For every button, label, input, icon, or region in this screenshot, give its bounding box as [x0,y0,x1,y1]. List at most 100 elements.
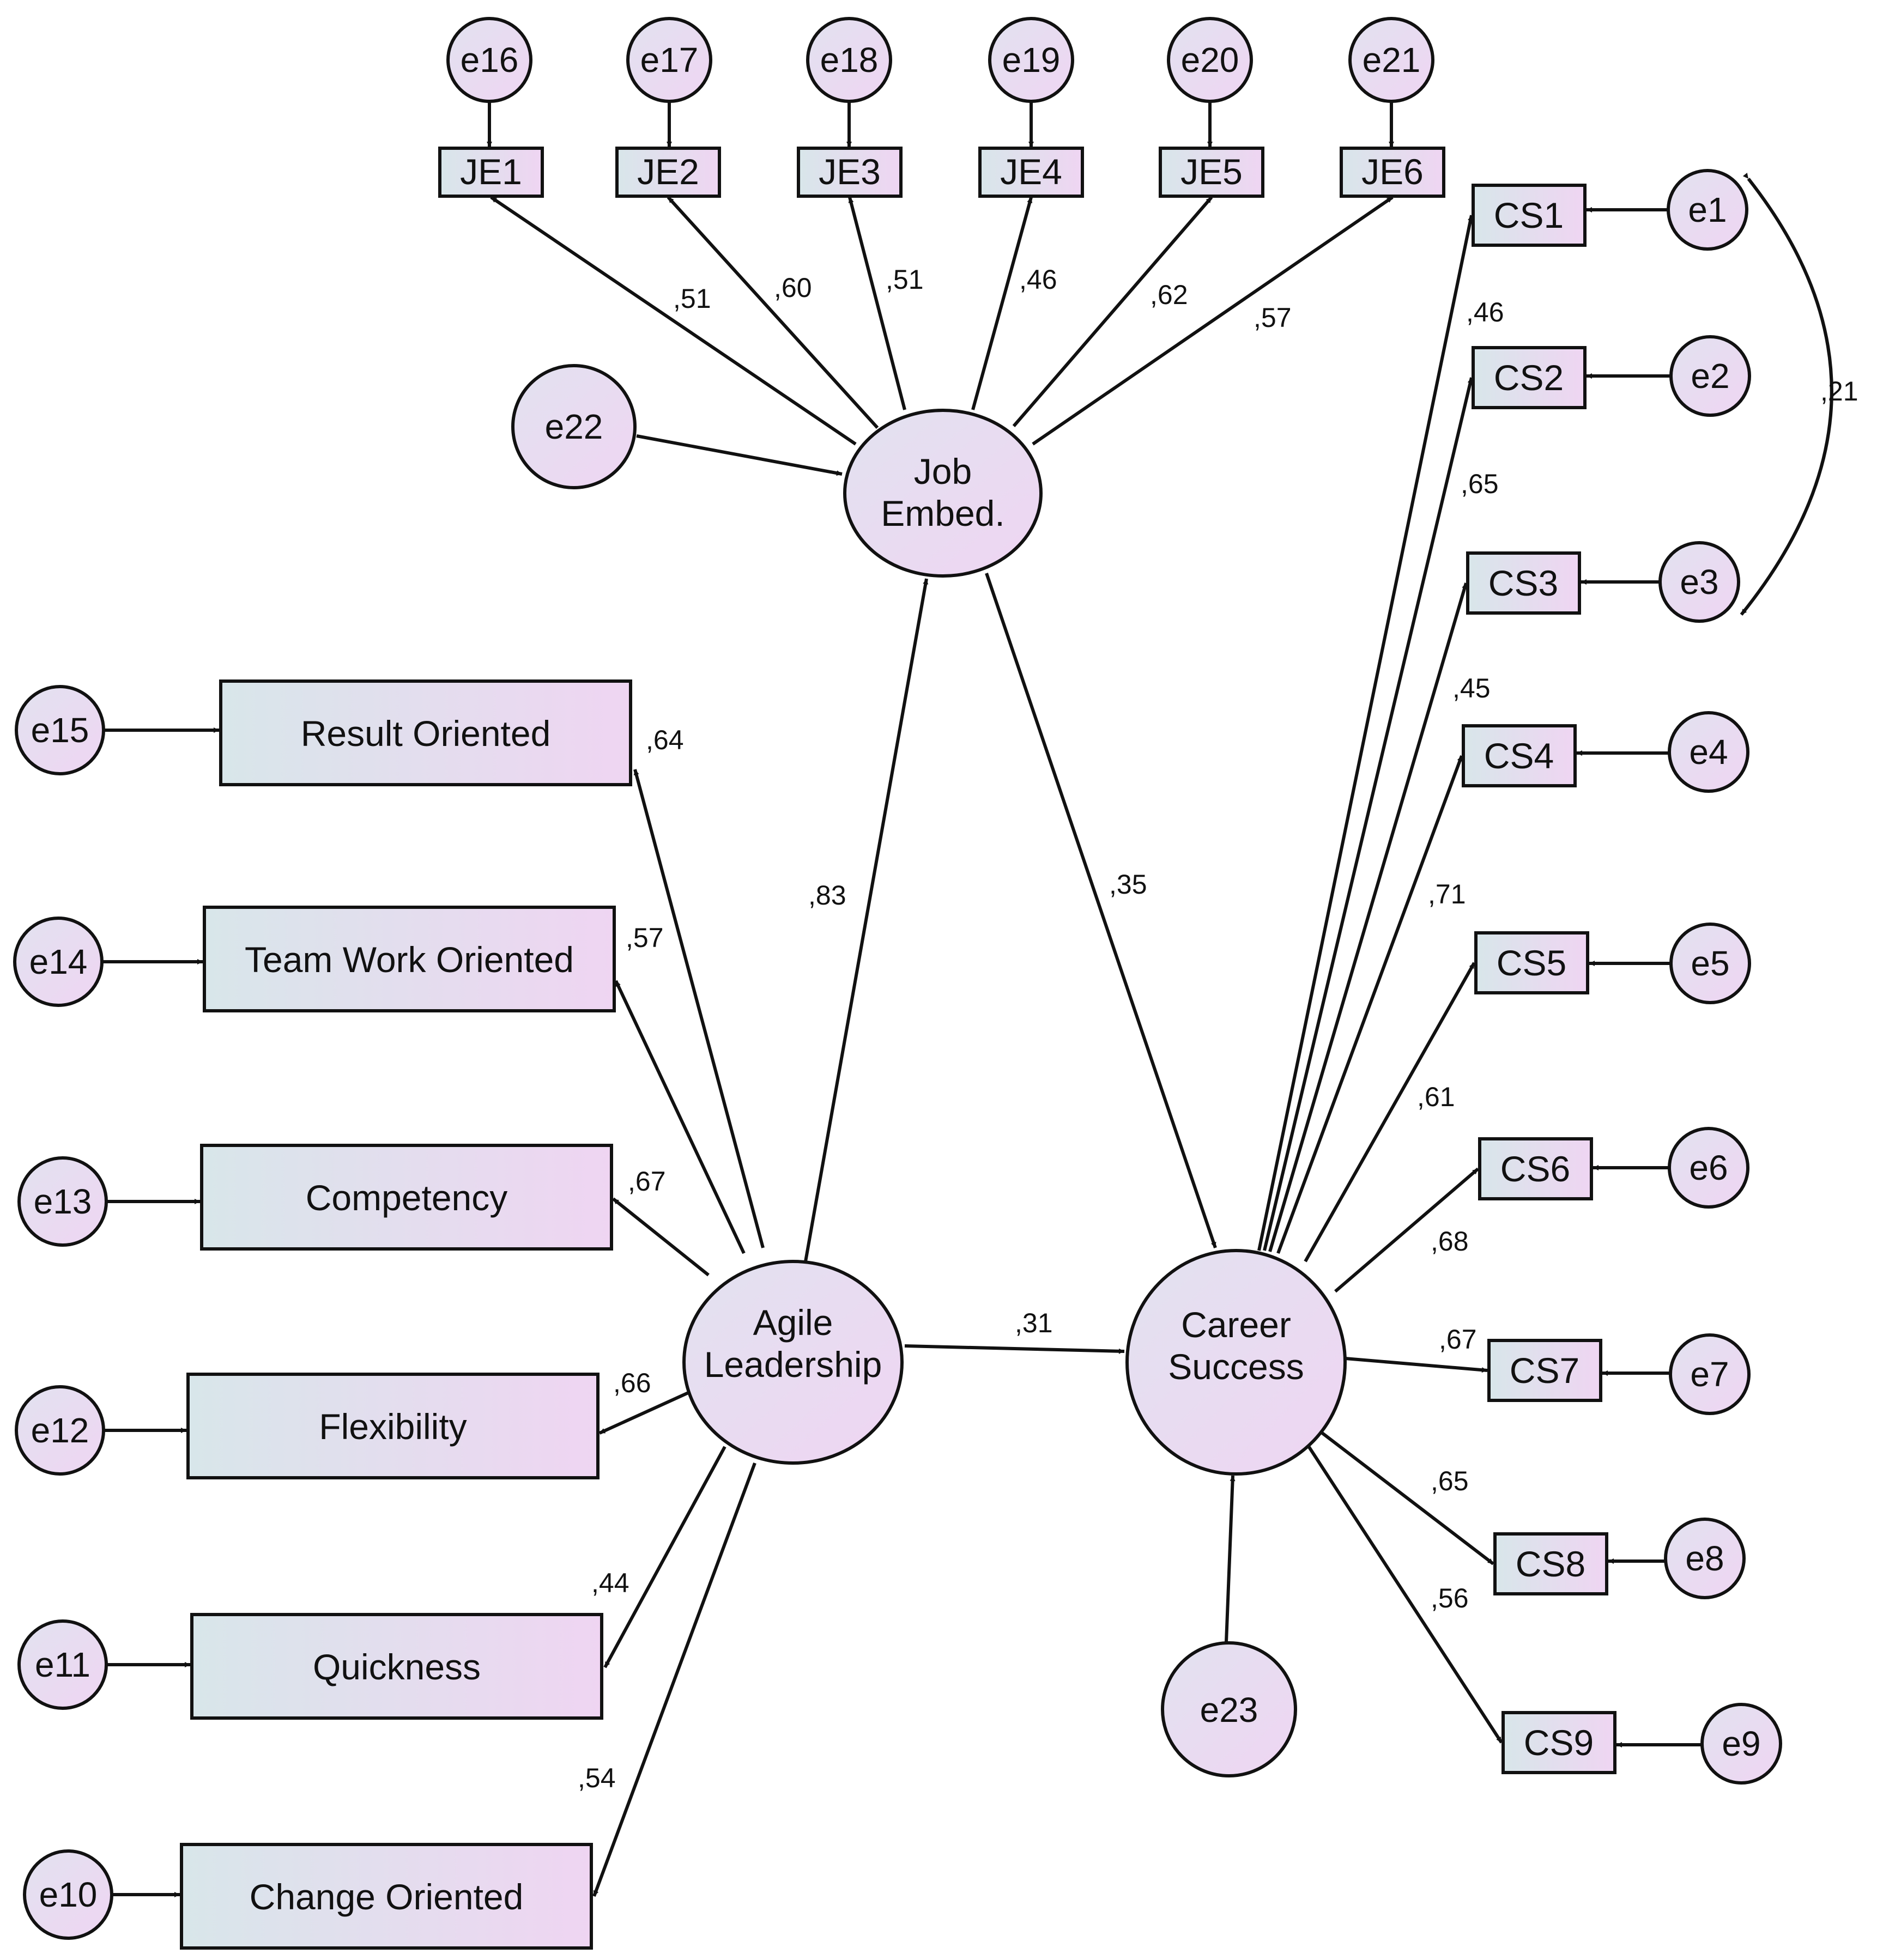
error-label: e13 [34,1182,92,1221]
loading-arrow-je2 [667,196,879,429]
indicator-cs7: CS7 [1487,1339,1602,1402]
latent-career-success: Career Success [1125,1249,1347,1476]
latent-job-embeddedness-line1: Job [914,451,972,491]
error-label: e7 [1690,1355,1729,1394]
indicator-cs6: CS6 [1478,1137,1593,1200]
loading-arrow-cs7 [1345,1357,1488,1373]
indicator-label: JE1 [460,151,522,192]
error-term-e20: e20 [1167,17,1253,103]
indicator-je1: JE1 [438,147,544,198]
error-term-e7: e7 [1669,1333,1751,1415]
loading-arrow-al5 [603,1446,726,1668]
indicator-label: Change Oriented [250,1877,524,1917]
indicator-cs1: CS1 [1472,184,1587,247]
error-term-e16: e16 [446,17,532,103]
loading-arrow-al2 [614,980,746,1254]
latent-job-embeddedness: Job Embed. [843,409,1043,578]
indicator-label: CS7 [1510,1350,1579,1391]
loading-label-al1: ,64 [646,725,684,755]
loading-arrow-cs6 [1334,1167,1479,1293]
loading-label-cs9: ,56 [1431,1583,1469,1613]
indicator-label: Flexibility [319,1406,467,1447]
loading-label-cs5: ,61 [1417,1082,1455,1112]
path-label-al-to-je: ,83 [808,880,846,911]
error-term-e8: e8 [1664,1518,1746,1599]
error-term-e3: e3 [1658,541,1740,623]
path-label-je-to-cs: ,35 [1109,869,1147,900]
error-arrow-e22 [636,434,843,476]
indicator-cs8: CS8 [1493,1532,1608,1595]
diagram-coefficients: ,51,60,51,46,62,57,64,57,67,66,44,54,46,… [578,264,1858,1793]
indicator-label: CS2 [1494,357,1564,398]
covariance-arrow-e1-e3 [1740,173,1833,616]
path-arrow-je-to-cs [985,573,1217,1248]
loading-arrow-cs5 [1304,962,1476,1263]
error-term-e6: e6 [1668,1127,1749,1209]
error-term-e12: e12 [15,1385,105,1476]
error-label: e16 [461,40,519,80]
loading-label-cs6: ,68 [1431,1226,1469,1257]
error-label: e17 [640,40,699,80]
indicator-label: JE6 [1361,151,1424,192]
indicator-label: Quickness [313,1647,481,1687]
indicator-quickness: Quickness [190,1613,603,1720]
loading-label-al5: ,44 [591,1568,629,1598]
loading-label-cs2: ,65 [1461,469,1499,499]
loading-arrow-je3 [848,197,906,410]
indicator-cs2: CS2 [1472,346,1587,409]
error-label: e4 [1689,732,1728,772]
error-label: e19 [1002,40,1061,80]
indicator-label: CS6 [1500,1149,1570,1189]
path-label-al-to-cs: ,31 [1015,1308,1053,1338]
error-label: e22 [545,407,603,446]
error-arrow-e23 [1225,1475,1236,1642]
error-label: e23 [1200,1690,1258,1730]
error-label: e8 [1685,1539,1724,1578]
loading-arrow-cs9 [1304,1440,1503,1744]
indicator-label: CS8 [1516,1544,1585,1584]
latent-career-success-line2: Success [1168,1346,1304,1387]
loading-label-cs4: ,71 [1428,879,1466,909]
indicator-je3: JE3 [797,147,903,198]
loading-label-cs1: ,46 [1466,297,1504,327]
indicator-cs4: CS4 [1462,724,1577,787]
indicator-je6: JE6 [1340,147,1445,198]
loading-label-al3: ,67 [628,1166,666,1197]
error-term-e23: e23 [1161,1641,1297,1777]
indicator-label: Team Work Oriented [245,939,574,980]
indicator-cs3: CS3 [1466,551,1581,615]
loading-label-je1: ,51 [673,283,711,314]
loading-arrow-al4 [598,1391,691,1435]
loading-arrow-je5 [1012,196,1213,427]
loading-arrow-cs8 [1307,1421,1494,1565]
loading-label-al6: ,54 [578,1763,616,1793]
error-label: e11 [35,1645,90,1684]
error-term-e14: e14 [13,917,104,1007]
error-term-e11: e11 [17,1619,108,1710]
loading-arrow-je6 [1032,196,1394,446]
loading-arrow-je1 [490,196,857,446]
error-label: e10 [39,1875,98,1914]
indicator-flexibility: Flexibility [186,1373,600,1479]
indicator-label: CS9 [1524,1722,1594,1763]
error-term-e17: e17 [626,17,712,103]
indicator-label: JE3 [819,151,881,192]
indicator-label: Competency [306,1178,508,1218]
indicator-je4: JE4 [978,147,1084,198]
loading-label-al2: ,57 [626,923,664,953]
indicator-label: CS4 [1484,736,1554,776]
indicator-label: JE2 [637,151,699,192]
indicator-change-oriented: Change Oriented [180,1843,593,1950]
error-label: e6 [1689,1148,1728,1187]
loading-label-je5: ,62 [1150,280,1188,310]
indicator-label: JE4 [1000,151,1062,192]
error-term-e21: e21 [1348,17,1434,103]
error-term-e22: e22 [511,364,637,489]
loading-arrow-cs4 [1276,755,1463,1254]
error-label: e18 [820,40,879,80]
indicator-team-work-oriented: Team Work Oriented [203,906,616,1012]
indicator-je2: JE2 [615,147,721,198]
indicator-label: CS5 [1497,943,1566,983]
error-term-e15: e15 [15,685,105,775]
